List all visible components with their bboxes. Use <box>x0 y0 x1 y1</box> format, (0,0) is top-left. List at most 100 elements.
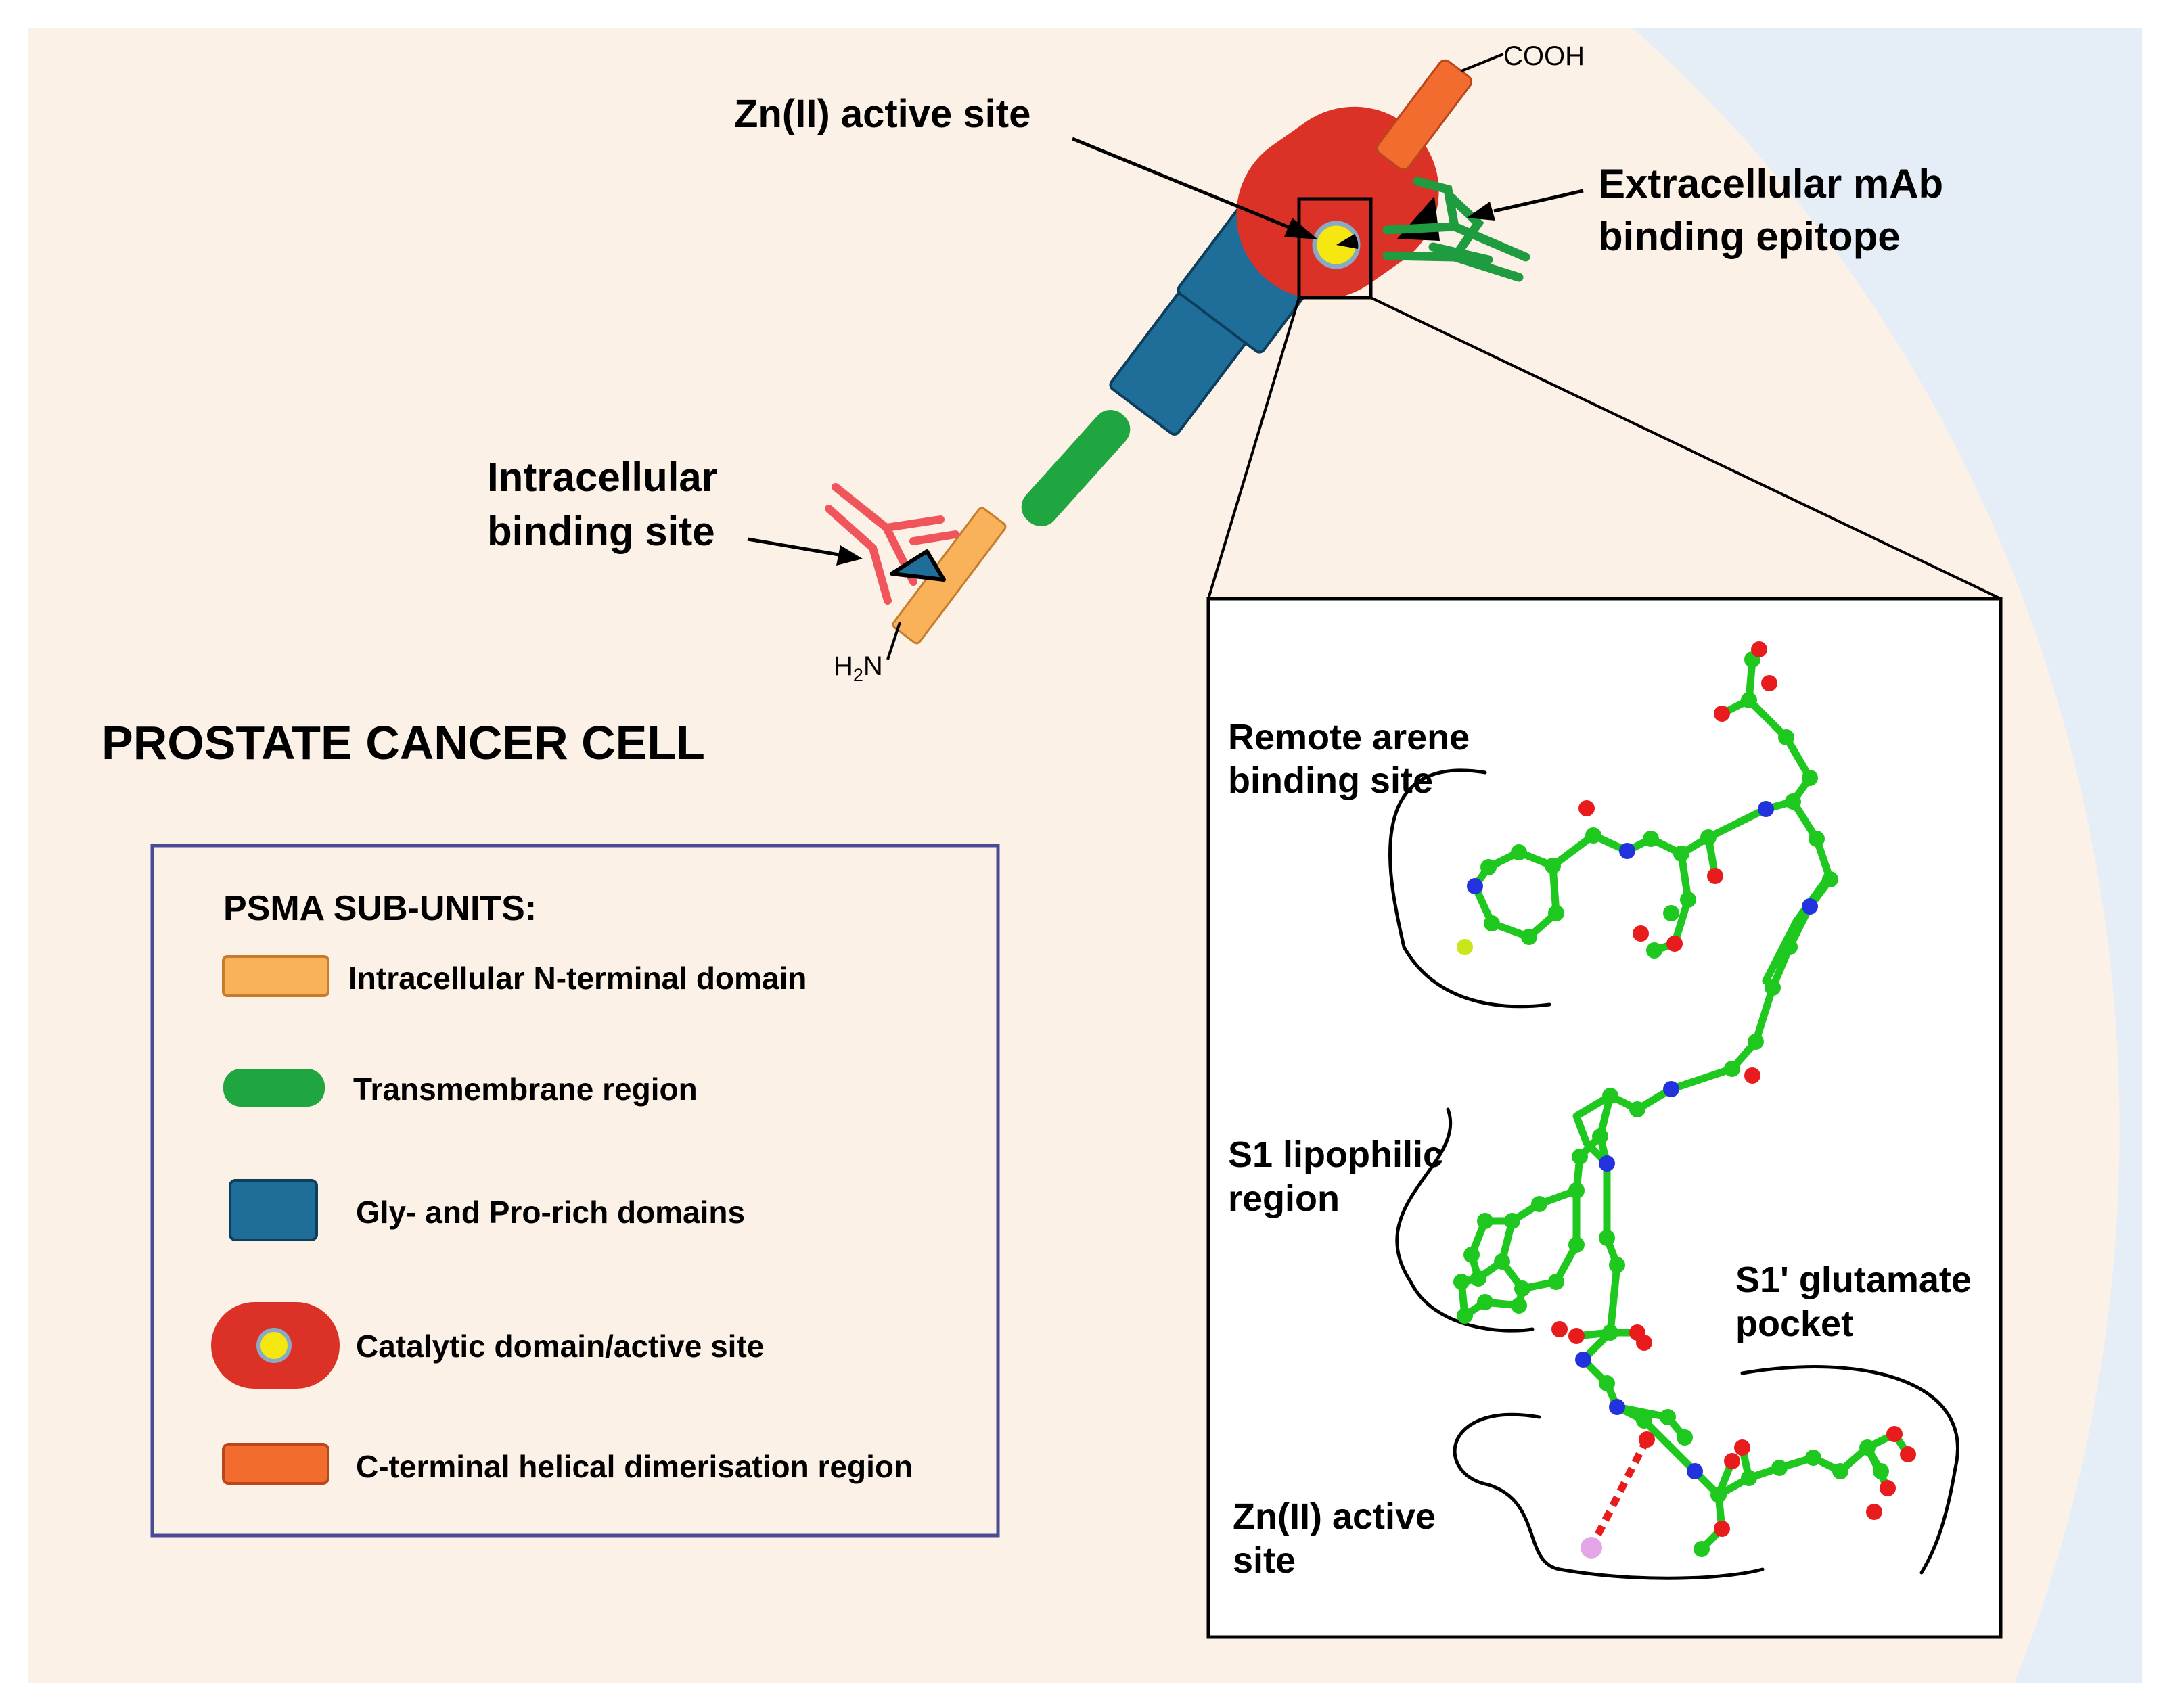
molecule-atom <box>1609 1399 1625 1415</box>
molecule-atom <box>1660 1409 1676 1425</box>
s1-lipophilic-label-line2: region <box>1228 1178 1340 1219</box>
legend-swatch-n-terminal <box>222 955 329 997</box>
molecule-atom <box>1802 770 1818 786</box>
lipid-head <box>28 632 30 644</box>
pocket-outlines <box>1388 768 1959 1580</box>
molecule-atom <box>1568 1182 1585 1199</box>
molecule-atom <box>1551 1321 1568 1337</box>
legend-title: PSMA SUB-UNITS: <box>223 889 537 928</box>
zinc-ion <box>1581 1537 1602 1559</box>
molecule-atom <box>1805 1450 1821 1466</box>
legend-active-site-dot <box>256 1328 292 1363</box>
legend-label-catalytic: Catalytic domain/active site <box>356 1329 764 1364</box>
molecule-atom <box>1636 1412 1652 1429</box>
molecule-atom <box>1741 692 1757 708</box>
s1-prime-label-line1: S1' glutamate <box>1735 1260 1972 1300</box>
lipid-tail <box>28 456 30 459</box>
molecule-atom <box>1761 675 1777 691</box>
molecule-atom <box>1714 706 1730 722</box>
molecule-atom <box>1568 1328 1585 1344</box>
molecule-atom <box>1629 1101 1645 1117</box>
molecule-atom <box>1480 859 1497 875</box>
zoom-line-right <box>1370 296 2001 600</box>
molecule-atom <box>1599 1155 1615 1172</box>
legend-label-c-terminal: C-terminal helical dimerisation region <box>356 1449 913 1484</box>
zn-coordination-bond <box>1593 1437 1650 1539</box>
ligand-molecule <box>1453 641 1916 1559</box>
molecule-atom <box>1880 1480 1896 1496</box>
cooh-pointer-line <box>1461 53 1504 72</box>
molecule-atom <box>1724 1061 1740 1077</box>
molecule-atom <box>1453 1274 1470 1290</box>
intracellular-arrow-head <box>836 545 863 566</box>
extracellular-epitope-label-line1: Extracellular mAb <box>1598 161 1943 206</box>
remote-arene-label-line2: binding site <box>1228 760 1433 801</box>
s1-lipophilic-outline <box>1395 1107 1535 1333</box>
molecule-atom <box>1494 1253 1510 1270</box>
molecule-atom <box>1467 878 1483 894</box>
molecule-atoms <box>1453 641 1916 1559</box>
intracellular-arrow <box>747 537 840 557</box>
extracellular-epitope-label-line2: binding epitope <box>1598 214 1901 259</box>
molecule-atom <box>1477 1213 1493 1229</box>
molecule-atom <box>1504 1213 1520 1229</box>
molecule-atom <box>1832 1463 1848 1479</box>
molecule-atom <box>1714 1521 1730 1537</box>
molecule-atom <box>1778 729 1794 745</box>
molecule-atom <box>1771 1460 1788 1476</box>
intracellular-epitope-triangle <box>890 549 946 582</box>
molecule-atom <box>1484 915 1500 931</box>
c-terminal-helix-shape <box>1376 59 1473 171</box>
extracellular-antibody-icon <box>1382 177 1530 282</box>
molecule-atom <box>1599 1375 1615 1391</box>
molecule-atom <box>1609 1257 1625 1273</box>
molecule-atom <box>1663 1081 1679 1097</box>
molecule-atom <box>1734 1439 1750 1456</box>
legend-label-n-terminal: Intracellular N-terminal domain <box>348 961 806 996</box>
lipid-head <box>0 375 27 405</box>
molecule-atom <box>1578 800 1595 816</box>
molecule-atom <box>1809 831 1825 847</box>
cell-title: PROSTATE CANCER CELL <box>101 716 705 769</box>
molecule-atom <box>1633 925 1649 942</box>
h2n-label: H2N <box>834 651 883 685</box>
pointer-arrows <box>747 137 1584 566</box>
legend-swatch-gly-pro <box>229 1179 318 1241</box>
molecule-atom <box>1724 1453 1740 1469</box>
remote-arene-label-line1: Remote arene <box>1228 717 1470 758</box>
molecule-atom <box>1602 1324 1618 1341</box>
molecule-atom <box>1666 936 1683 952</box>
molecule-atom <box>1477 1294 1493 1310</box>
molecule-atom <box>1886 1426 1903 1442</box>
molecule-atom <box>1900 1446 1916 1462</box>
molecule-atom <box>1521 929 1537 945</box>
molecule-atom <box>1663 905 1679 921</box>
molecule-atom <box>1802 898 1818 915</box>
legend-label-transmembrane: Transmembrane region <box>353 1071 698 1107</box>
zn-arrow <box>1072 137 1293 231</box>
psma-protein <box>886 53 2001 660</box>
zn-site-inset-label-line2: site <box>1233 1540 1296 1581</box>
molecule-atom <box>1599 1230 1615 1246</box>
molecule-atom <box>1680 892 1696 908</box>
s1-prime-label-line2: pocket <box>1735 1303 1853 1344</box>
molecule-atom <box>1822 871 1838 887</box>
molecule-atom <box>1859 1439 1876 1456</box>
molecule-atom <box>1592 1128 1608 1145</box>
zn-site-inset-label-line1: Zn(II) active <box>1233 1496 1436 1537</box>
molecule-atom <box>1781 939 1798 955</box>
molecule-atom <box>1643 831 1659 847</box>
molecule-atom <box>1531 1196 1547 1212</box>
molecule-atom <box>1741 1470 1757 1486</box>
cooh-label: COOH <box>1503 41 1585 71</box>
molecule-atom <box>1873 1463 1889 1479</box>
molecule-atom <box>1619 843 1635 859</box>
molecule-atom <box>1673 846 1689 862</box>
binding-pocket-inset: Remote arene binding site S1 lipophilic … <box>1206 597 2003 1639</box>
molecule-atom <box>1687 1463 1703 1479</box>
molecule-atom <box>1710 1487 1727 1503</box>
molecule-atom <box>1602 1088 1618 1104</box>
molecule-atom <box>1572 1149 1588 1165</box>
legend-box: PSMA SUB-UNITS: Intracellular N-terminal… <box>150 844 1000 1538</box>
